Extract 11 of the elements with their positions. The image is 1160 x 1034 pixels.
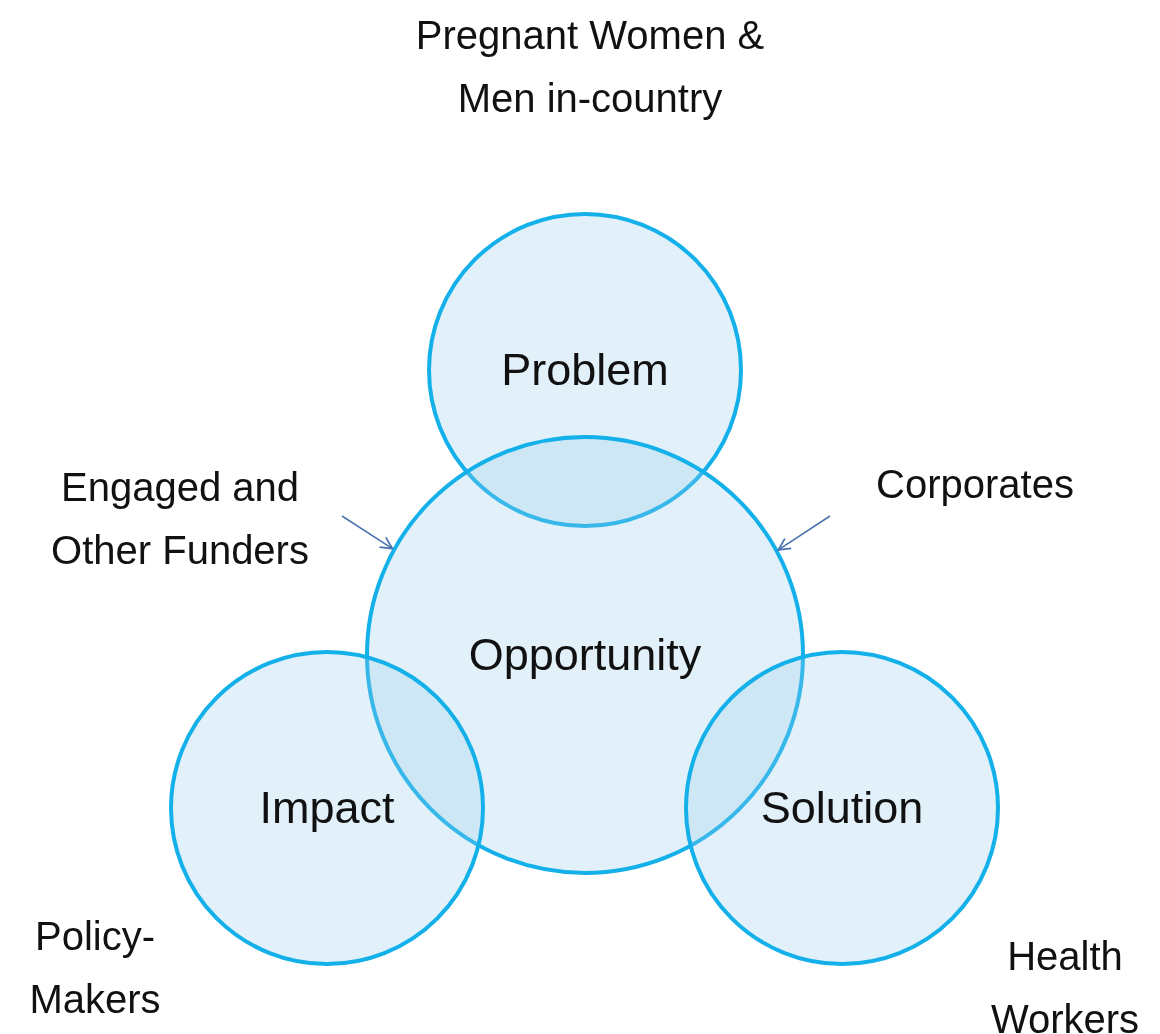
circle-label: Impact bbox=[259, 782, 395, 834]
circle-label: Problem bbox=[501, 344, 669, 396]
arrow bbox=[777, 515, 831, 551]
circle-label: Solution bbox=[760, 782, 924, 834]
stakeholder-label: Health Workers bbox=[989, 933, 1141, 1034]
circle-label: Opportunity bbox=[468, 629, 702, 681]
stakeholder-label: Policy-Makers bbox=[28, 913, 162, 1023]
stakeholder-label: Pregnant Women & Men in-country bbox=[414, 12, 766, 122]
stakeholder-label: Corporates bbox=[876, 460, 1074, 508]
arrow bbox=[341, 515, 394, 550]
stakeholder-label: Engaged and Other Funders bbox=[50, 464, 310, 574]
